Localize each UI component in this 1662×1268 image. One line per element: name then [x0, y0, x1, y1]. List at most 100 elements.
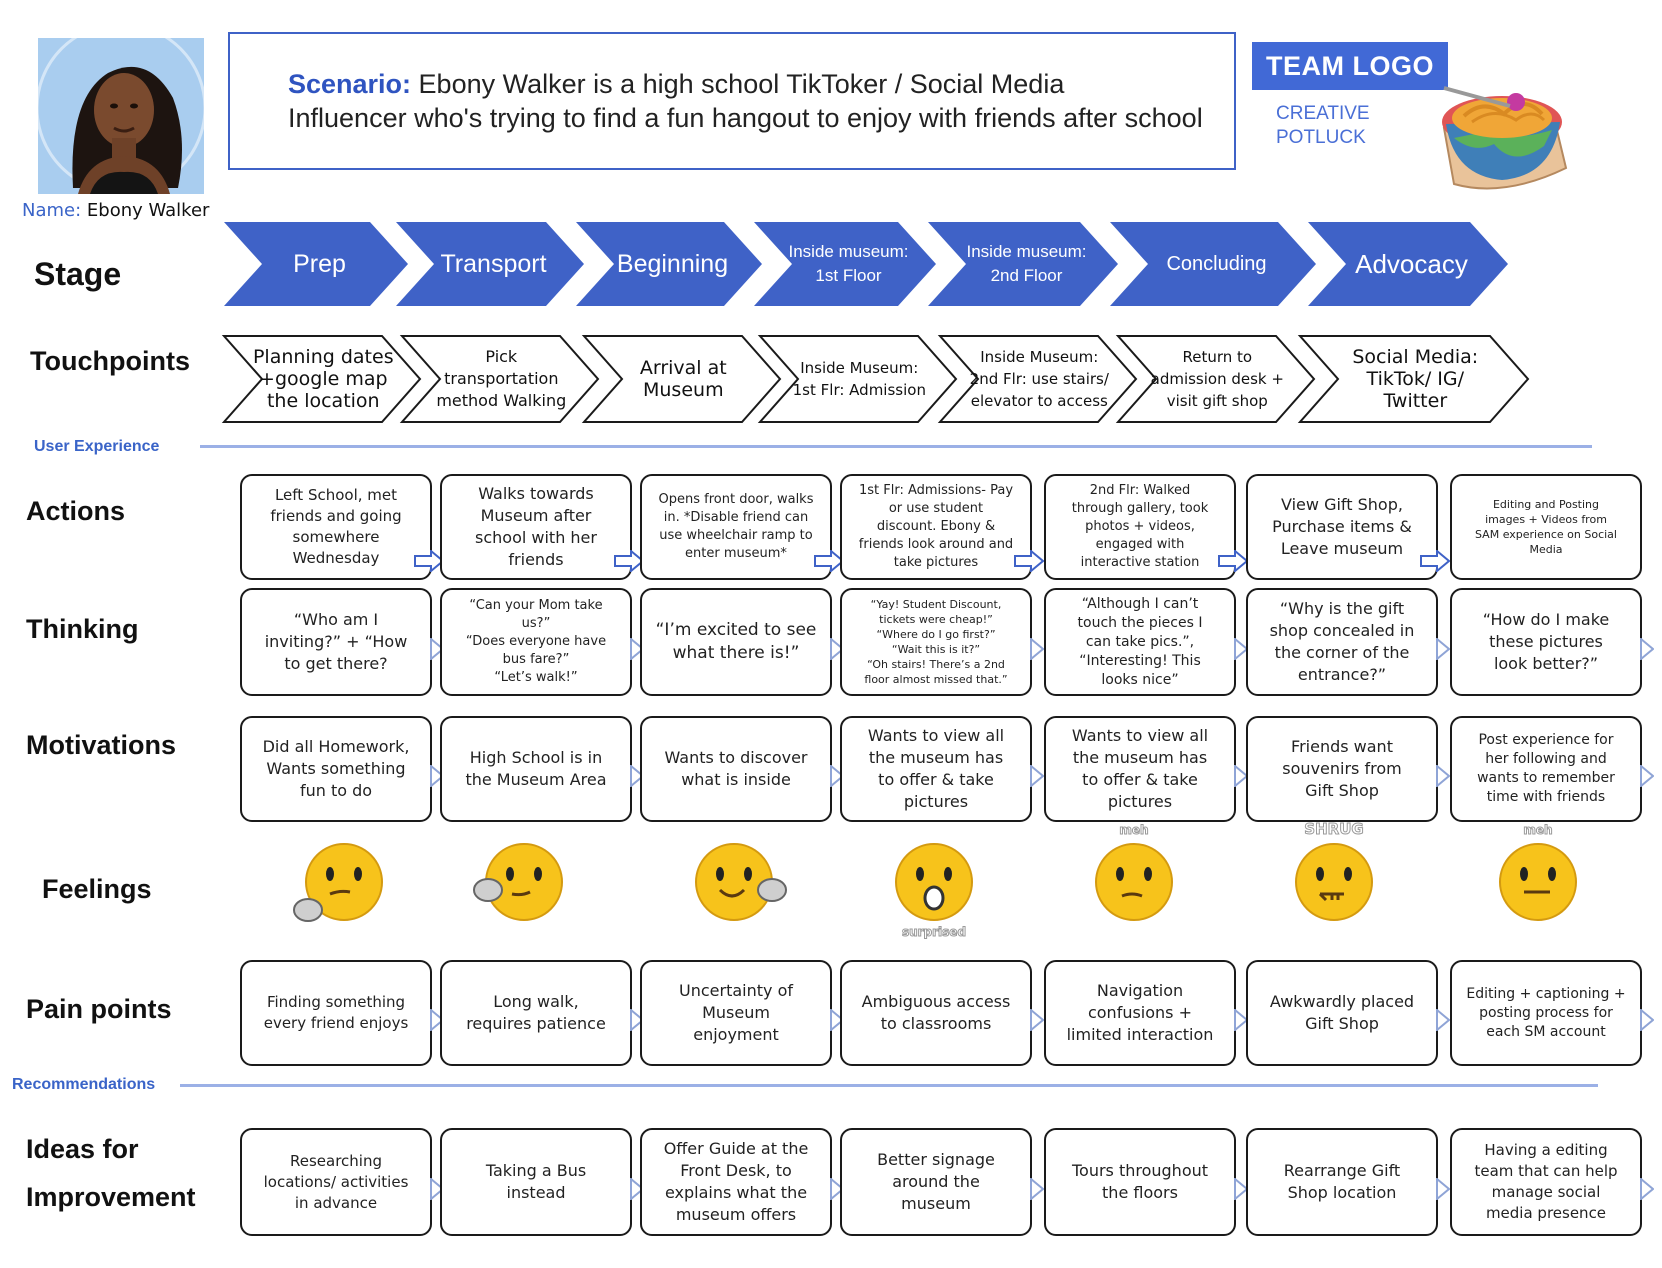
pointer-triangle-icon [1234, 638, 1248, 660]
thinking-card: “Yay! Student Discount, tickets were che… [840, 588, 1032, 696]
touchpoint-chevron [399, 335, 600, 423]
touchpoint-label: Inside Museum: 2nd Flr: use stairs/ elev… [969, 348, 1109, 410]
persona-name: Name: Ebony Walker [22, 200, 209, 221]
ideas-card: Offer Guide at the Front Desk, to explai… [640, 1128, 832, 1236]
pointer-triangle-shape [1436, 1178, 1450, 1200]
thinking-card: “Although I can’t touch the pieces I can… [1044, 588, 1236, 696]
ok-hand-face-icon [695, 843, 787, 921]
feeling-caption: meh [1119, 823, 1148, 837]
pointer-triangle-icon [630, 765, 644, 787]
pointer-triangle-shape [830, 1009, 844, 1031]
hand-icon [293, 898, 323, 922]
motivations-card: Friends want souvenirs from Gift Shop [1246, 716, 1438, 822]
stage-chevron [576, 222, 762, 306]
face-eye [326, 867, 334, 881]
ideas-card: Rearrange Gift Shop location [1246, 1128, 1438, 1236]
stage-label: Advocacy [1355, 249, 1468, 279]
pain-points-card: Long walk, requires patience [440, 960, 632, 1066]
stage-chevron [928, 222, 1118, 306]
flow-arrow-shape [814, 550, 844, 572]
pointer-triangle-shape [430, 765, 444, 787]
flow-arrow-icon [1218, 550, 1248, 572]
pointer-triangle-icon [830, 1178, 844, 1200]
face-mouth [511, 890, 531, 897]
scenario-box: Scenario: Ebony Walker is a high school … [228, 32, 1236, 170]
touchpoint-chevron [581, 335, 782, 423]
face-eye [534, 867, 542, 881]
divider-recommendations [180, 1084, 1598, 1087]
hand-icon [757, 878, 787, 902]
pain-points-card: Uncertainty of Museum enjoyment [640, 960, 832, 1066]
pointer-triangle-icon [830, 1009, 844, 1031]
pointer-triangle-icon [1030, 765, 1044, 787]
ideas-card: Tours throughout the floors [1044, 1128, 1236, 1236]
pain-points-card: Editing + captioning + posting process f… [1450, 960, 1642, 1066]
hand-icon [473, 878, 503, 902]
pointer-triangle-shape [1030, 638, 1044, 660]
pointer-triangle-icon [1030, 1009, 1044, 1031]
pointer-triangle-icon [1234, 765, 1248, 787]
team-logo: TEAM LOGO [1252, 42, 1448, 90]
pointer-triangle-icon [1030, 638, 1044, 660]
pointer-triangle-shape [1640, 1009, 1654, 1031]
pointer-triangle-icon [1640, 1009, 1654, 1031]
row-label-feelings: Feelings [42, 874, 152, 904]
pointer-triangle-icon [830, 638, 844, 660]
flow-arrow-shape [614, 550, 644, 572]
face-eye [916, 867, 924, 881]
thinking-card: “I’m excited to see what there is!” [640, 588, 832, 696]
surprised-face-icon: surprised [895, 843, 973, 940]
pointer-triangle-icon [630, 638, 644, 660]
pointer-triangle-shape [830, 1178, 844, 1200]
pointer-triangle-icon [1436, 638, 1450, 660]
pointer-triangle-icon [1234, 1178, 1248, 1200]
touchpoint-chevron [1115, 335, 1316, 423]
pointer-triangle-shape [630, 765, 644, 787]
pointer-triangle-icon [630, 1009, 644, 1031]
row-label-touchpoints: Touchpoints [30, 346, 190, 376]
pointer-triangle-shape [430, 1178, 444, 1200]
face-eye [1116, 867, 1124, 881]
shrug-face-icon: SHRUG [1295, 820, 1373, 921]
ideas-card: Taking a Bus instead [440, 1128, 632, 1236]
pointer-triangle-icon [430, 638, 444, 660]
face-mouth [718, 888, 746, 898]
row-label-ideas-2: Improvement [26, 1182, 196, 1212]
feeling-caption: meh [1523, 823, 1552, 837]
row-label-pain-points: Pain points [26, 994, 172, 1024]
pointer-triangle-icon [1640, 638, 1654, 660]
scenario-text: Scenario: Ebony Walker is a high school … [288, 67, 1203, 135]
pointer-triangle-shape [1640, 1178, 1654, 1200]
touchpoint-chevron [221, 335, 422, 423]
stage-label: Beginning [616, 250, 729, 278]
face-circle [895, 843, 973, 921]
pointer-triangle-icon [430, 1178, 444, 1200]
face-mouth [329, 889, 351, 896]
pointer-triangle-shape [1234, 638, 1248, 660]
face-eye [716, 867, 724, 881]
motivations-card: Wants to view all the museum has to offe… [1044, 716, 1236, 822]
potluck-bowl-icon [1442, 86, 1568, 190]
touchpoint-chevron [757, 335, 958, 423]
stage-label: Transport [440, 250, 547, 278]
motivations-card: High School is in the Museum Area [440, 716, 632, 822]
face-mouth [1121, 892, 1143, 898]
actions-card: Editing and Posting images + Videos from… [1450, 474, 1642, 580]
face-eye [1344, 867, 1352, 881]
pointer-triangle-shape [630, 1178, 644, 1200]
pointer-triangle-shape [830, 638, 844, 660]
pointer-triangle-icon [1436, 765, 1450, 787]
scenario-line-2: Influencer who's trying to find a fun ha… [288, 103, 1203, 133]
actions-card: Walks towards Museum after school with h… [440, 474, 632, 580]
touchpoint-label: Return to admission desk + visit gift sh… [1150, 348, 1284, 410]
pain-points-card: Awkwardly placed Gift Shop [1246, 960, 1438, 1066]
ideas-card: Better signage around the museum [840, 1128, 1032, 1236]
thinking-card: “Who am I inviting?” + “How to get there… [240, 588, 432, 696]
pointer-triangle-shape [1234, 1178, 1248, 1200]
motivations-card: Did all Homework, Wants something fun to… [240, 716, 432, 822]
pointer-triangle-shape [630, 638, 644, 660]
pointer-triangle-icon [1234, 1009, 1248, 1031]
ideas-card: Researching locations/ activities in adv… [240, 1128, 432, 1236]
